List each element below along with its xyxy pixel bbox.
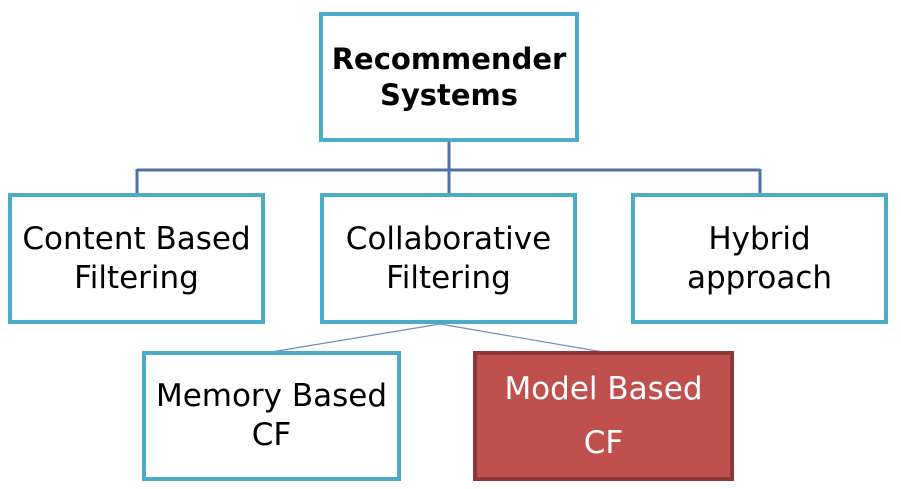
node-label-line2: approach bbox=[686, 259, 833, 296]
node-content-based-filtering: Content Based Filtering bbox=[8, 193, 265, 324]
node-label-line1: Hybrid bbox=[708, 220, 811, 257]
node-label-line2: CF bbox=[251, 417, 292, 453]
node-recommender-systems: Recommender Systems bbox=[319, 12, 579, 142]
node-label-line2: CF bbox=[583, 425, 624, 461]
node-label-line1: Content Based bbox=[22, 220, 251, 257]
node-label-line2: Filtering bbox=[386, 259, 511, 296]
node-label-line1: Collaborative bbox=[345, 220, 552, 257]
node-memory-based-cf: Memory Based CF bbox=[142, 351, 401, 481]
connector-collab-memory bbox=[270, 323, 441, 353]
node-model-based-cf: Model Based CF bbox=[473, 351, 734, 481]
node-hybrid-approach: Hybrid approach bbox=[631, 193, 888, 324]
connector-collab-model bbox=[439, 323, 604, 353]
node-label-line2: Filtering bbox=[74, 259, 199, 296]
node-label-line1: Memory Based bbox=[155, 378, 388, 415]
node-label-line1: Recommender bbox=[331, 41, 567, 76]
node-label-line2: Systems bbox=[379, 78, 519, 112]
node-label-line1: Model Based bbox=[504, 370, 703, 407]
node-collaborative-filtering: Collaborative Filtering bbox=[320, 193, 577, 324]
